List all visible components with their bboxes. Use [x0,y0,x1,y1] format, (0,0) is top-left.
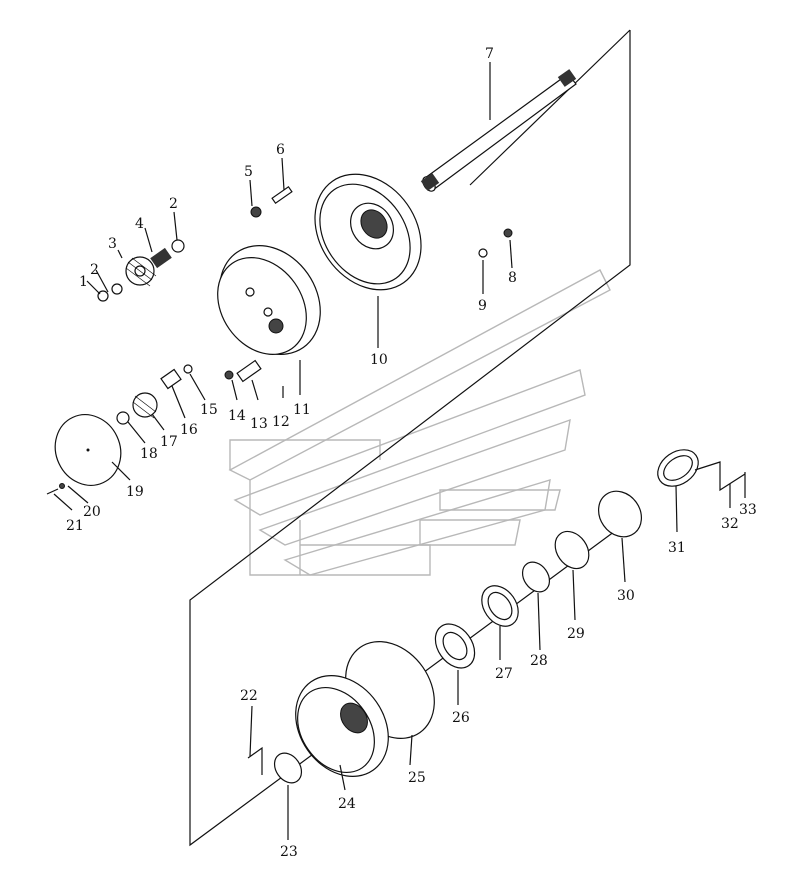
callout-15: 15 [200,402,218,418]
callout-28: 28 [530,653,548,669]
pin-part [160,359,262,390]
callout-1: 1 [79,274,88,290]
nut-part [503,228,513,238]
callout-16: 16 [180,422,198,438]
callout-14: 14 [228,408,246,424]
screw-part [46,488,59,495]
callout-5: 5 [244,164,253,180]
washer-part [171,239,185,253]
callout-30: 30 [617,588,635,604]
callout-13: 13 [250,416,268,432]
spline-end [557,69,577,87]
spring-part [150,247,172,269]
callout-33: 33 [739,502,757,518]
ring-gear-cap [657,449,699,487]
callout-25: 25 [408,770,426,786]
washer-part-4 [59,483,65,489]
callout-2a: 2 [90,262,99,278]
seal-ring-part [598,490,642,538]
hub-part [295,675,389,777]
leader-31-33 [694,461,746,492]
callout-labels: 1 2 2 3 4 5 6 7 8 9 10 11 12 13 14 15 16… [66,46,757,860]
seal-part [554,530,590,570]
bolt-part [250,185,293,218]
gear-part [125,256,157,287]
ring-part [97,290,109,302]
leader-22 [247,746,263,775]
callout-23: 23 [280,844,298,860]
callout-11: 11 [293,402,311,418]
shaft-part [420,69,577,192]
flange-part [314,173,422,291]
callout-10: 10 [370,352,388,368]
thrust-washer-part [273,752,303,784]
callout-12: 12 [272,414,290,430]
bearing-part [481,585,519,627]
pinion-part [132,392,158,419]
leader-lines [53,62,746,840]
oring-part [116,411,130,425]
callout-32: 32 [721,516,739,532]
washer-part-2 [111,283,123,295]
callout-26: 26 [452,710,470,726]
bearing-part-2 [434,623,476,669]
callout-27: 27 [495,666,513,682]
callout-4: 4 [135,216,144,232]
watermark-logo [228,269,611,576]
callout-19: 19 [126,484,144,500]
spacer-part [521,561,551,593]
callout-22: 22 [240,688,258,704]
callout-2b: 2 [169,196,178,212]
washer-part-3 [478,248,488,258]
callout-8: 8 [508,270,517,286]
callout-9: 9 [478,298,487,314]
callout-20: 20 [83,504,101,520]
callout-7: 7 [485,46,494,62]
callout-6: 6 [276,142,285,158]
callout-17: 17 [160,434,178,450]
callout-21: 21 [66,518,84,534]
callout-31: 31 [668,540,686,556]
callout-18: 18 [140,446,158,462]
callout-24: 24 [338,796,356,812]
callout-3: 3 [108,236,117,252]
cover-plate-part [54,414,122,486]
callout-29: 29 [567,626,585,642]
housing-part [217,245,321,355]
